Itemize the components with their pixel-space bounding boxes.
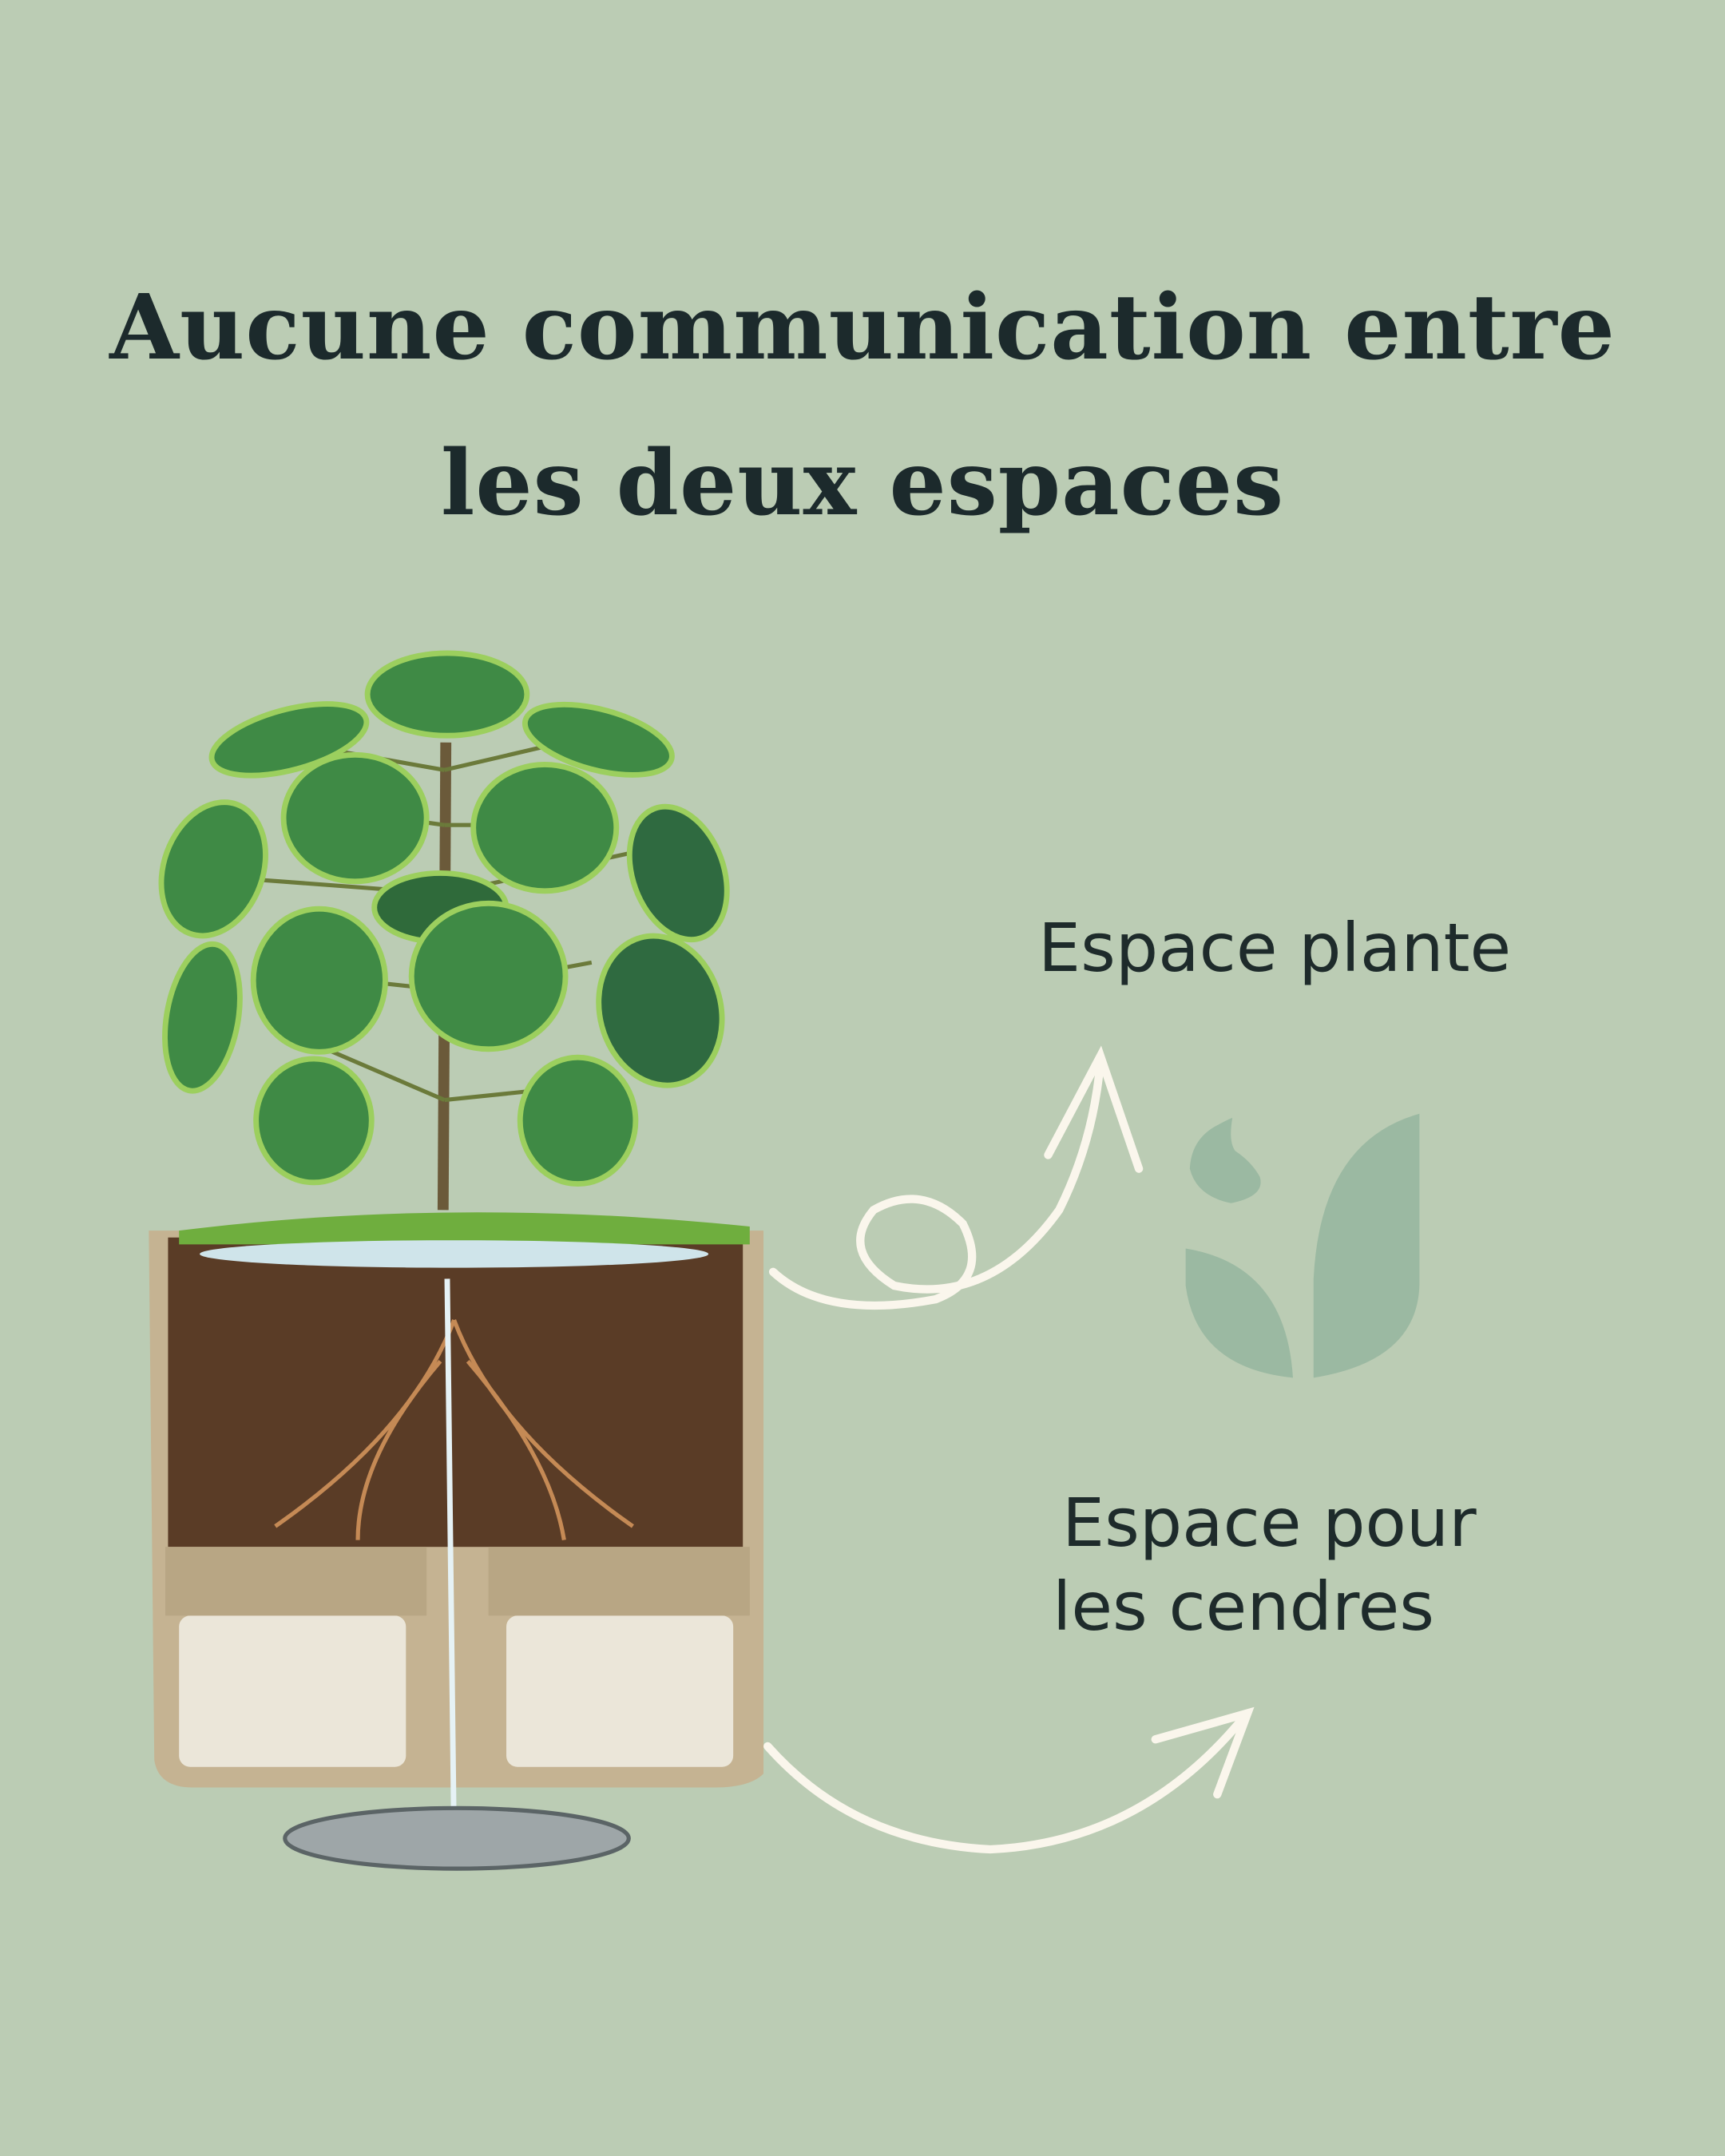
- plant-illustration: [149, 650, 764, 1871]
- label-plant-space: Espace plante: [1038, 909, 1512, 987]
- label-ash-space: Espace pour les cendres: [1053, 1481, 1612, 1649]
- arrow-to-ash-space: [763, 1711, 1249, 1854]
- arrow-to-plant-space: [768, 1057, 1105, 1310]
- headline-line-2: les deux espaces: [440, 431, 1285, 536]
- label-ash-line-2: les cendres: [1053, 1567, 1435, 1646]
- brand-logo-icon: [1185, 1113, 1420, 1378]
- label-ash-line-1: Espace pour: [1062, 1484, 1477, 1562]
- headline-line-1: Aucune communication entre: [109, 275, 1616, 380]
